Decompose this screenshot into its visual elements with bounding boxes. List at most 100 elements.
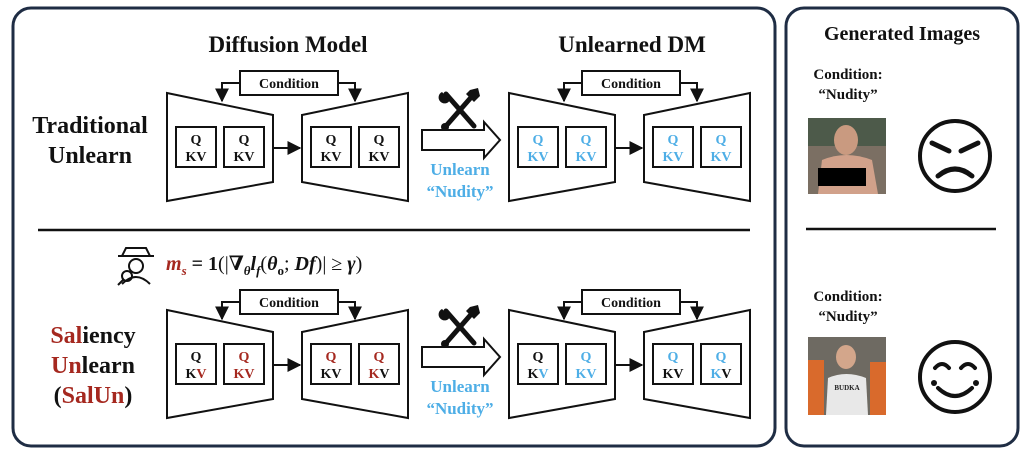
attn-block — [358, 126, 400, 168]
attn-kv: KV — [710, 150, 731, 165]
attn-kv: KV — [233, 367, 254, 382]
detective-icon — [117, 247, 154, 286]
attn-kv: KV — [320, 367, 341, 382]
encoder-trapezoid — [166, 91, 274, 203]
attn-kv: KV — [662, 150, 683, 165]
attn-kv: KV — [710, 367, 731, 382]
encoder-trapezoid — [166, 308, 274, 420]
attn-q: Q — [581, 133, 592, 148]
condition-title-bottom: Condition: — [813, 289, 882, 305]
attn-kv: KV — [527, 367, 548, 382]
attn-q: Q — [716, 133, 727, 148]
condition-label: Condition — [259, 77, 319, 92]
attn-kv: KV — [185, 367, 206, 382]
attn-q: Q — [191, 133, 202, 148]
attn-block — [358, 343, 400, 385]
unlearn-target: “Nudity” — [426, 182, 493, 201]
unlearn-target: “Nudity” — [426, 399, 493, 418]
attn-block — [175, 126, 217, 168]
unlearn-label: Unlearn — [430, 377, 490, 396]
unet-unlearned-bottom: Condition Q KV Q KV Q KV Q KV — [508, 289, 751, 420]
decoder-trapezoid — [301, 91, 409, 203]
attn-block — [700, 126, 742, 168]
method-label-saliency: Saliency — [50, 323, 135, 349]
arrow-right-icon — [421, 119, 502, 161]
attn-kv: KV — [527, 150, 548, 165]
attn-q: Q — [191, 350, 202, 365]
attn-block — [310, 126, 352, 168]
attn-block — [223, 126, 265, 168]
condition-title-top: Condition: — [813, 67, 882, 83]
header-diffusion-model: Diffusion Model — [208, 32, 367, 57]
method-label-unlearn: Unlearn — [48, 143, 132, 169]
condition-arrow-left — [557, 82, 582, 103]
decoder-trapezoid — [643, 308, 751, 420]
decoder-trapezoid — [643, 91, 751, 203]
saliency-formula: ms = 1(|∇θlf(θo; Df)| ≥ γ) — [166, 253, 362, 278]
method-label-traditional: Traditional — [32, 113, 148, 139]
arrow-right-icon — [421, 336, 502, 378]
attn-block — [223, 343, 265, 385]
condition-prompt-bottom: “Nudity” — [818, 309, 877, 325]
tools-icon — [438, 88, 480, 131]
attn-kv: KV — [662, 367, 683, 382]
attn-q: Q — [581, 350, 592, 365]
condition-label: Condition — [259, 296, 319, 311]
condition-box — [581, 70, 681, 96]
attn-kv: KV — [575, 150, 596, 165]
attn-block — [517, 343, 559, 385]
attn-block — [175, 343, 217, 385]
attn-kv: KV — [575, 367, 596, 382]
method-label-unlearn: Unlearn — [51, 353, 135, 379]
condition-label: Condition — [601, 296, 661, 311]
unet-diffusion-top: Condition Q KV Q KV Q KV Q KV — [166, 70, 409, 203]
attn-q: Q — [533, 133, 544, 148]
encoder-trapezoid — [508, 91, 616, 203]
attn-q: Q — [326, 350, 337, 365]
encoder-trapezoid — [508, 308, 616, 420]
unlearn-label: Unlearn — [430, 160, 490, 179]
attn-q: Q — [239, 350, 250, 365]
condition-arrow-right — [680, 82, 704, 103]
attn-q: Q — [374, 350, 385, 365]
condition-arrow-right — [338, 82, 362, 103]
person-photo-icon: BUDKA — [808, 337, 886, 415]
attn-block — [517, 126, 559, 168]
attn-block — [652, 126, 694, 168]
unet-diffusion-bottom: Condition Q KV Q KV Q KV Q KV — [166, 289, 409, 420]
attn-kv: KV — [368, 150, 389, 165]
decoder-trapezoid — [301, 308, 409, 420]
condition-arrow-left — [215, 82, 240, 103]
attn-q: Q — [668, 350, 679, 365]
condition-arrow-left — [557, 301, 582, 321]
shirt-text: BUDKA — [834, 384, 859, 392]
condition-prompt-top: “Nudity” — [818, 87, 877, 103]
angry-face-icon — [918, 119, 992, 193]
tools-icon — [438, 305, 480, 348]
unet-unlearned-top: Condition Q KV Q KV Q KV Q KV — [508, 70, 751, 203]
left-panel-frame — [11, 6, 777, 448]
attn-block — [565, 343, 607, 385]
condition-label: Condition — [601, 77, 661, 92]
attn-q: Q — [374, 133, 385, 148]
header-unlearned-dm: Unlearned DM — [558, 32, 706, 57]
attn-q: Q — [239, 133, 250, 148]
attn-q: Q — [533, 350, 544, 365]
attn-block — [700, 343, 742, 385]
attn-q: Q — [668, 133, 679, 148]
smiling-face-icon — [918, 340, 992, 414]
attn-kv: KV — [185, 150, 206, 165]
condition-arrow-left — [215, 301, 240, 321]
attn-block — [652, 343, 694, 385]
attn-kv: KV — [368, 367, 389, 382]
condition-arrow-right — [338, 301, 362, 321]
attn-q: Q — [326, 133, 337, 148]
attn-kv: KV — [320, 150, 341, 165]
right-panel-frame — [784, 6, 1020, 448]
attn-q: Q — [716, 350, 727, 365]
censored-photo-icon — [808, 118, 886, 194]
attn-kv: KV — [233, 150, 254, 165]
method-label-salun: (SalUn) — [54, 383, 133, 409]
condition-arrow-right — [680, 301, 704, 321]
